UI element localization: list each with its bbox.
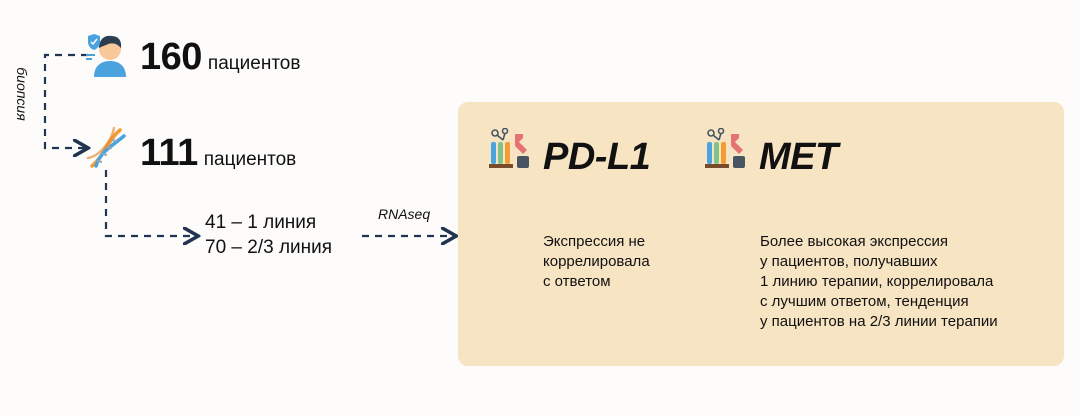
pdl1-lab-icon xyxy=(489,127,533,172)
biopsy-label: биопсия xyxy=(14,67,30,121)
met-title: MET xyxy=(759,136,838,178)
rnaseq-label: RNAseq xyxy=(378,206,431,222)
met-finding-line: 1 линию терапии, коррелировала xyxy=(760,273,994,290)
cohort-line-1: 41 – 1 линия xyxy=(205,212,317,233)
cohort-line-2: 70 – 2/3 линия xyxy=(205,237,333,258)
met-finding-line: Более высокая экспрессия xyxy=(760,233,948,250)
step1-unit: пациентов xyxy=(207,53,301,74)
pdl1-finding-line: с ответом xyxy=(543,273,611,290)
step1-count: 160 xyxy=(140,36,202,78)
met-finding-line: у пациентов, получавших xyxy=(760,253,938,270)
biopsy-connector xyxy=(43,53,88,148)
results-panel xyxy=(458,102,1064,366)
dna-icon xyxy=(84,126,128,170)
met-lab-icon xyxy=(705,127,749,172)
pdl1-title: PD-L1 xyxy=(543,136,651,178)
patient-icon xyxy=(84,30,132,78)
step2-count: 111 xyxy=(140,132,198,174)
cohort-list: 41 – 1 линия 70 – 2/3 линия xyxy=(205,210,332,260)
pdl1-finding: Экспрессия не коррелировала с ответом xyxy=(543,232,650,292)
step2-unit: пациентов xyxy=(203,149,297,170)
met-finding-line: у пациентов на 2/3 линии терапии xyxy=(760,313,998,330)
pdl1-finding-line: коррелировала xyxy=(543,253,650,270)
met-finding: Более высокая экспрессия у пациентов, по… xyxy=(760,232,998,332)
cohort-connector xyxy=(104,170,196,236)
met-finding-line: с лучшим ответом, тенденция xyxy=(760,293,969,310)
pdl1-finding-line: Экспрессия не xyxy=(543,233,646,250)
